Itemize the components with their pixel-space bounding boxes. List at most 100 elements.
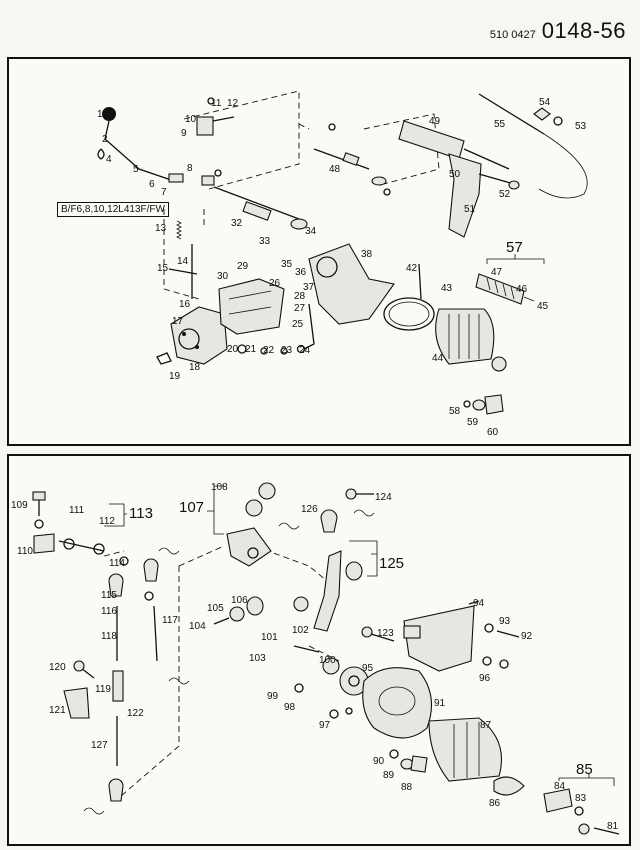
part-number-99: 99 bbox=[267, 691, 279, 702]
part-number-122: 122 bbox=[127, 708, 144, 719]
part-number-5: 5 bbox=[133, 164, 139, 175]
part-number-110: 110 bbox=[17, 546, 33, 557]
part-number-42: 42 bbox=[406, 263, 418, 274]
part-number-8: 8 bbox=[187, 163, 193, 174]
exploded-diagram-bottom: 81 83 84 86 87 88 89 90 91 92 93 94 95 96 97 98 99 100 101… bbox=[7, 454, 631, 846]
part-number-32: 32 bbox=[231, 218, 243, 229]
variant-label: B/F6,8,10,12L413F/FW bbox=[57, 202, 169, 217]
document-reference: 510 0427 0148-56 bbox=[490, 18, 626, 44]
part-number-27: 27 bbox=[294, 303, 306, 314]
exploded-diagram-top: B/F6,8,10,12L413F/FW bbox=[7, 57, 631, 446]
part-number-33: 33 bbox=[259, 236, 271, 247]
part-number-13: 13 bbox=[155, 223, 167, 234]
group-label-125: 125 bbox=[379, 555, 404, 572]
part-number-44: 44 bbox=[432, 353, 444, 364]
part-number-14: 14 bbox=[177, 256, 189, 267]
part-number-97: 97 bbox=[319, 720, 331, 731]
part-number-127: 127 bbox=[91, 740, 108, 751]
part-number-7: 7 bbox=[161, 187, 167, 198]
group-label-85: 85 bbox=[576, 761, 593, 778]
bottom-diagram-drawing: 81 83 84 86 87 88 89 90 91 92 93 94 95 96 97 98 99 100 101… bbox=[11, 482, 620, 835]
part-number-101: 101 bbox=[261, 632, 278, 643]
part-number-93: 93 bbox=[499, 616, 511, 627]
part-number-54: 54 bbox=[539, 97, 551, 108]
part-number-111: 111 bbox=[69, 505, 85, 516]
part-number-36: 36 bbox=[295, 267, 307, 278]
part-number-123: 123 bbox=[377, 628, 394, 639]
part-number-92: 92 bbox=[521, 631, 533, 642]
part-number-83: 83 bbox=[575, 793, 587, 804]
part-number-11: 11 bbox=[211, 98, 222, 109]
part-number-18: 18 bbox=[189, 362, 201, 373]
part-number-88: 88 bbox=[401, 782, 413, 793]
part-number-86: 86 bbox=[489, 798, 501, 809]
part-number-106: 106 bbox=[231, 595, 248, 606]
part-number-12: 12 bbox=[227, 98, 239, 109]
part-number-91: 91 bbox=[434, 698, 446, 709]
part-number-48: 48 bbox=[329, 164, 341, 175]
part-number-102: 102 bbox=[292, 625, 309, 636]
part-number-26: 26 bbox=[269, 278, 281, 289]
part-number-115: 115 bbox=[101, 590, 117, 601]
part-number-24: 24 bbox=[299, 345, 311, 356]
part-number-15: 15 bbox=[157, 263, 169, 274]
part-number-1: 1 bbox=[97, 109, 103, 120]
part-number-25: 25 bbox=[292, 319, 304, 330]
part-number-89: 89 bbox=[383, 770, 395, 781]
bottom-part-labels: 81 83 84 86 87 88 89 90 91 92 93 94 95 96 97 98 99 100 101… bbox=[11, 482, 619, 832]
part-number-22: 22 bbox=[263, 345, 275, 356]
part-number-121: 121 bbox=[49, 705, 66, 716]
part-number-9: 9 bbox=[181, 128, 187, 139]
part-number-124: 124 bbox=[375, 492, 392, 503]
part-number-45: 45 bbox=[537, 301, 549, 312]
part-number-112: 112 bbox=[99, 516, 115, 527]
part-number-43: 43 bbox=[441, 283, 453, 294]
part-number-103: 103 bbox=[249, 653, 266, 664]
part-number-46: 46 bbox=[516, 284, 528, 295]
part-number-47: 47 bbox=[491, 267, 503, 278]
document-reference-number: 0148-56 bbox=[541, 18, 626, 43]
part-number-37: 37 bbox=[303, 282, 315, 293]
part-number-6: 6 bbox=[149, 179, 155, 190]
part-number-90: 90 bbox=[373, 756, 385, 767]
part-number-94: 94 bbox=[473, 598, 485, 609]
part-number-81: 81 bbox=[607, 821, 619, 832]
control-knob bbox=[102, 107, 116, 121]
part-number-10: 10 bbox=[185, 114, 197, 125]
part-number-119: 119 bbox=[95, 684, 111, 695]
part-number-58: 58 bbox=[449, 406, 461, 417]
part-number-109: 109 bbox=[11, 500, 28, 511]
part-number-100: 100 bbox=[319, 655, 336, 666]
part-number-96: 96 bbox=[479, 673, 491, 684]
document-reference-small: 510 0427 bbox=[489, 29, 536, 41]
part-number-118: 118 bbox=[101, 631, 117, 642]
part-number-87: 87 bbox=[480, 720, 492, 731]
part-number-4: 4 bbox=[106, 154, 112, 165]
part-number-108: 108 bbox=[211, 482, 228, 493]
part-number-38: 38 bbox=[361, 249, 373, 260]
part-number-126: 126 bbox=[301, 504, 318, 515]
part-number-120: 120 bbox=[49, 662, 66, 673]
part-number-104: 104 bbox=[189, 621, 206, 632]
part-number-52: 52 bbox=[499, 189, 511, 200]
group-label-113: 113 bbox=[129, 505, 153, 522]
part-number-34: 34 bbox=[305, 226, 317, 237]
part-number-30: 30 bbox=[217, 271, 229, 282]
part-number-19: 19 bbox=[169, 371, 181, 382]
part-number-55: 55 bbox=[494, 119, 506, 130]
part-number-49: 49 bbox=[429, 116, 441, 127]
part-number-51: 51 bbox=[464, 204, 476, 215]
part-number-50: 50 bbox=[449, 169, 461, 180]
part-number-16: 16 bbox=[179, 299, 191, 310]
group-label-107: 107 bbox=[179, 499, 204, 516]
part-number-29: 29 bbox=[237, 261, 249, 272]
part-number-20: 20 bbox=[227, 344, 239, 355]
part-number-95: 95 bbox=[362, 663, 374, 674]
part-number-84: 84 bbox=[554, 781, 566, 792]
part-number-98: 98 bbox=[284, 702, 296, 713]
part-number-35: 35 bbox=[281, 259, 293, 270]
part-number-53: 53 bbox=[575, 121, 587, 132]
part-number-60: 60 bbox=[487, 427, 499, 438]
